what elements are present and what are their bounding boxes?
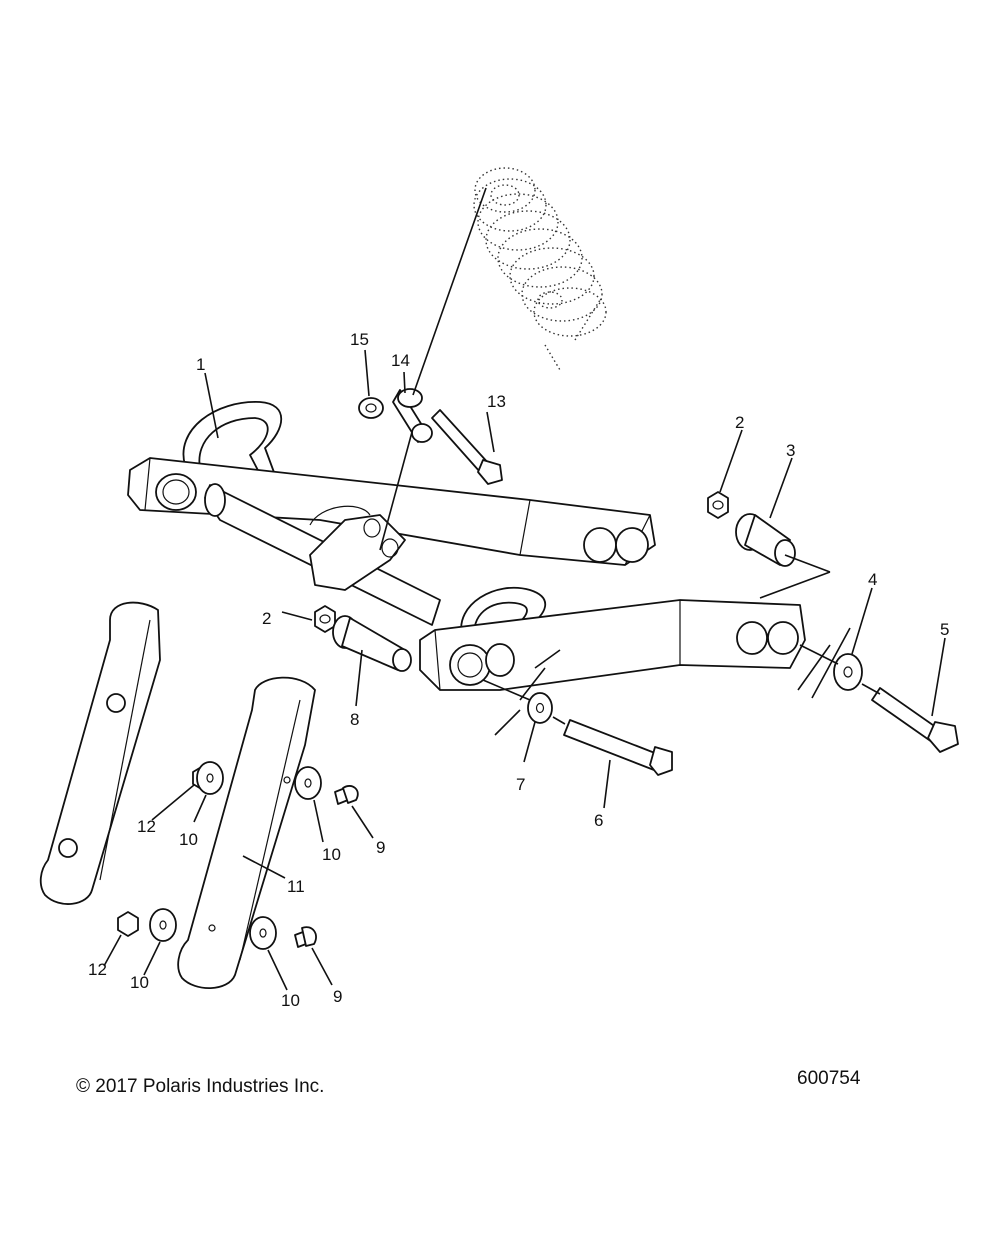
callout-10-d: 10	[281, 991, 300, 1010]
hardware-parts	[314, 388, 959, 776]
callout-labels: 1 2 2 3 4 5 6 7 8 9 9 10 10 10 10 11 12 …	[88, 330, 949, 1010]
callout-3: 3	[786, 441, 795, 460]
figure-number: 600754	[797, 1068, 861, 1089]
callout-14: 14	[391, 351, 410, 370]
callout-4: 4	[868, 570, 877, 589]
shock-spring-ghost	[473, 167, 607, 371]
callout-13: 13	[487, 392, 506, 411]
callout-9-upper: 9	[376, 838, 385, 857]
callout-2-upper: 2	[735, 413, 744, 432]
callout-1: 1	[196, 355, 205, 374]
callout-15: 15	[350, 330, 369, 349]
swing-arm-assembly	[127, 401, 806, 691]
callout-6: 6	[594, 811, 603, 830]
callout-8: 8	[350, 710, 359, 729]
callout-5: 5	[940, 620, 949, 639]
callout-10-a: 10	[179, 830, 198, 849]
callout-2-lower: 2	[262, 609, 271, 628]
callout-9-lower: 9	[333, 987, 342, 1006]
callout-10-b: 10	[322, 845, 341, 864]
callout-10-c: 10	[130, 973, 149, 992]
copyright-text: © 2017 Polaris Industries Inc.	[76, 1076, 324, 1097]
leader-lines	[103, 187, 946, 991]
callout-12-lower: 12	[88, 960, 107, 979]
callout-7: 7	[516, 775, 525, 794]
callout-12-upper: 12	[137, 817, 156, 836]
callout-11: 11	[287, 877, 305, 896]
link-assembly	[39, 601, 359, 990]
